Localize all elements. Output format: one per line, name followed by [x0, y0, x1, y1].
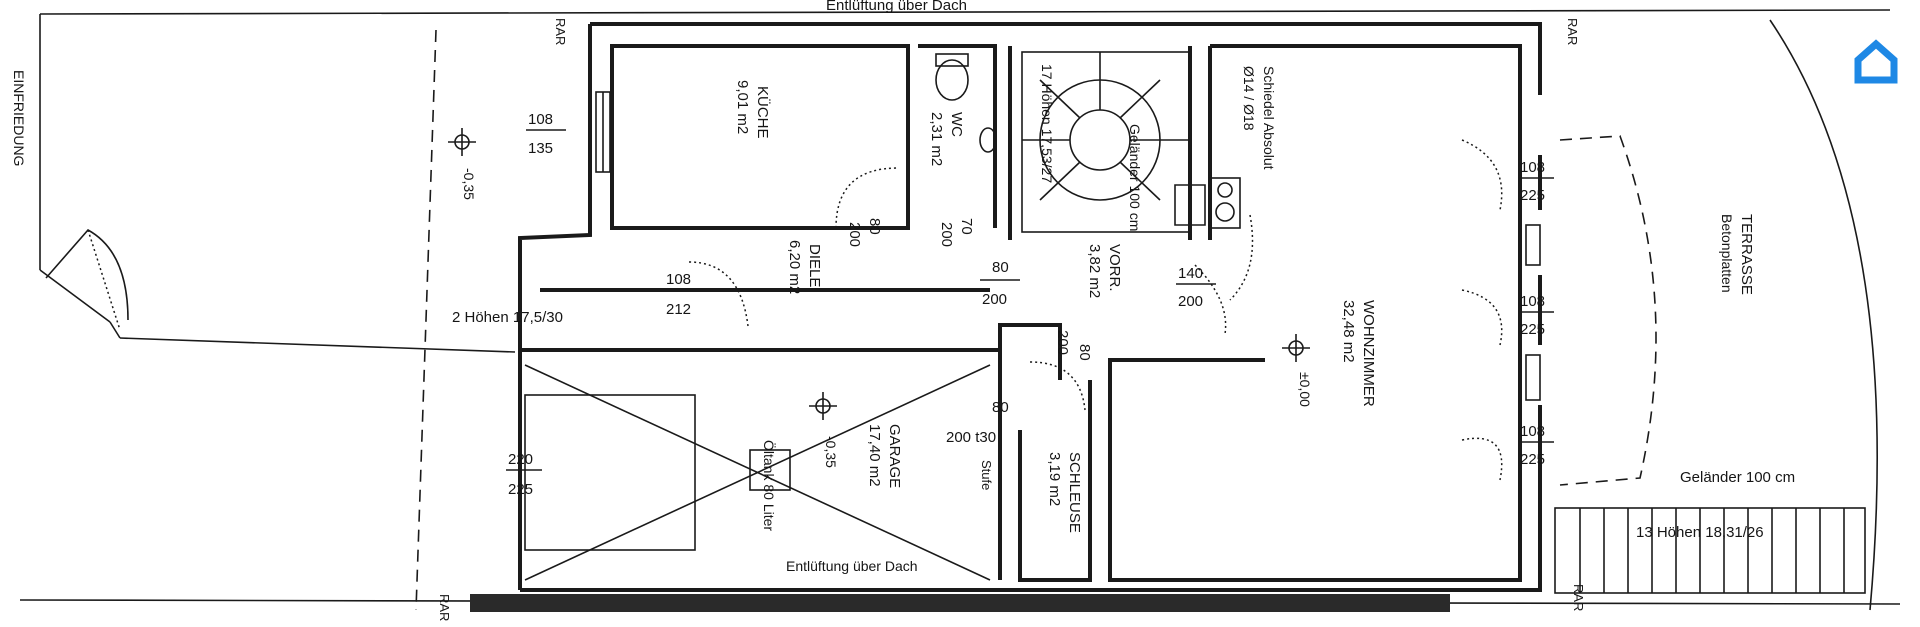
opening-11: 108 225 [1518, 293, 1554, 338]
svg-text:200: 200 [1054, 330, 1071, 355]
svg-text:200: 200 [1178, 293, 1203, 310]
hall-name: DIELE [806, 244, 823, 287]
opening-2: 108 212 [664, 271, 704, 318]
svg-text:70: 70 [958, 218, 975, 235]
svg-text:108: 108 [1520, 159, 1545, 176]
svg-text:135: 135 [528, 140, 553, 157]
svg-text:80: 80 [1076, 344, 1093, 361]
svg-text:80: 80 [992, 399, 1009, 416]
wc-area: 2,31 m2 [928, 112, 945, 166]
level-markers [448, 128, 1310, 420]
garage-markings [524, 364, 991, 581]
two-steps-note: 2 Höhen 17,5/30 [452, 309, 563, 326]
svg-text:108: 108 [528, 111, 553, 128]
kitchen-area: 9,01 m2 [734, 80, 751, 134]
svg-text:225: 225 [1520, 187, 1545, 204]
vestibule-area: 3,82 m2 [1086, 244, 1103, 298]
opening-4: 70 200 [938, 218, 975, 247]
terrace-name: TERRASSE [1738, 214, 1755, 295]
top-vent-note: Entlüftung über Dach [826, 0, 967, 14]
svg-text:200: 200 [846, 222, 863, 247]
svg-text:140: 140 [1178, 265, 1203, 282]
rar-mark-3: RAR [437, 594, 452, 621]
airlock-name: SCHLEUSE [1066, 452, 1083, 533]
living-area: 32,48 m2 [1340, 300, 1357, 363]
chimney-dims: Ø14 / Ø18 [1241, 66, 1257, 131]
vestibule-name: VORR. [1106, 244, 1123, 292]
interior-walls [520, 44, 1522, 582]
garage-name: GARAGE [886, 424, 903, 488]
garden-level: -0,35 [461, 168, 477, 200]
svg-text:212: 212 [666, 301, 691, 318]
opening-7: 80 200 [1054, 330, 1093, 361]
chimney [1209, 177, 1241, 229]
terrace-railing-note: Geländer 100 cm [1680, 469, 1795, 486]
svg-text:225: 225 [1520, 451, 1545, 468]
kitchen-name: KÜCHE [754, 86, 772, 139]
svg-text:80: 80 [992, 259, 1009, 276]
stair-railing-note: Geländer 100 cm [1127, 124, 1143, 231]
garage-level: -0,35 [823, 436, 839, 468]
living-level: ±0,00 [1297, 372, 1313, 407]
airlock-area: 3,19 m2 [1046, 452, 1063, 506]
exterior-walls [470, 22, 1542, 612]
svg-text:200 t30: 200 t30 [946, 429, 996, 446]
rar-mark-2: RAR [1565, 18, 1580, 45]
svg-text:80: 80 [866, 218, 883, 235]
garage-area: 17,40 m2 [866, 424, 883, 487]
oil-tank-note: Öltank 80 Liter [761, 440, 778, 531]
chimney-note: Schiedel Absolut [1261, 66, 1277, 170]
lower-stairs-note: 13 Höhen 18,31/26 [1636, 524, 1764, 541]
upper-stairs-note: 17 Höhen 17,53/27 [1039, 64, 1055, 183]
svg-text:225: 225 [1520, 321, 1545, 338]
garage-vent-note: Entlüftung über Dach [786, 558, 918, 574]
opening-3: 80 200 [846, 218, 883, 247]
svg-text:200: 200 [938, 222, 955, 247]
svg-text:225: 225 [508, 481, 533, 498]
opening-6: 140 200 [1176, 265, 1216, 310]
wc-name: WC [948, 112, 965, 137]
terrace-doors [1525, 135, 1657, 486]
svg-text:220: 220 [508, 451, 533, 468]
opening-1: 108 135 [526, 111, 566, 157]
opening-9: 220 225 [506, 451, 542, 498]
opening-5: 80 200 [980, 259, 1020, 308]
spiral-staircase [1021, 51, 1191, 233]
step-note: Stufe [979, 460, 994, 490]
wc-fixtures [935, 53, 997, 153]
kitchen-window [595, 91, 611, 173]
living-name: WOHNZIMMER [1360, 300, 1377, 407]
svg-text:108: 108 [1520, 423, 1545, 440]
lower-stairs [1554, 507, 1866, 594]
opening-12: 108 225 [1518, 423, 1554, 468]
house-logo-icon [1850, 36, 1902, 88]
svg-text:200: 200 [982, 291, 1007, 308]
hall-area: 6,20 m2 [786, 240, 803, 294]
opening-8: 80 200 t30 [946, 399, 1009, 446]
rar-mark-4: RAR [1571, 584, 1586, 611]
site-boundary [19, 9, 1901, 611]
opening-10: 108 225 [1518, 159, 1554, 204]
rar-mark-1: RAR [553, 18, 568, 45]
svg-text:108: 108 [666, 271, 691, 288]
terrace-surface: Betonplatten [1719, 214, 1735, 293]
boundary-label: EINFRIEDUNG [11, 70, 27, 166]
door-swings [688, 139, 1503, 481]
svg-text:108: 108 [1520, 293, 1545, 310]
garden-gate [45, 228, 129, 331]
